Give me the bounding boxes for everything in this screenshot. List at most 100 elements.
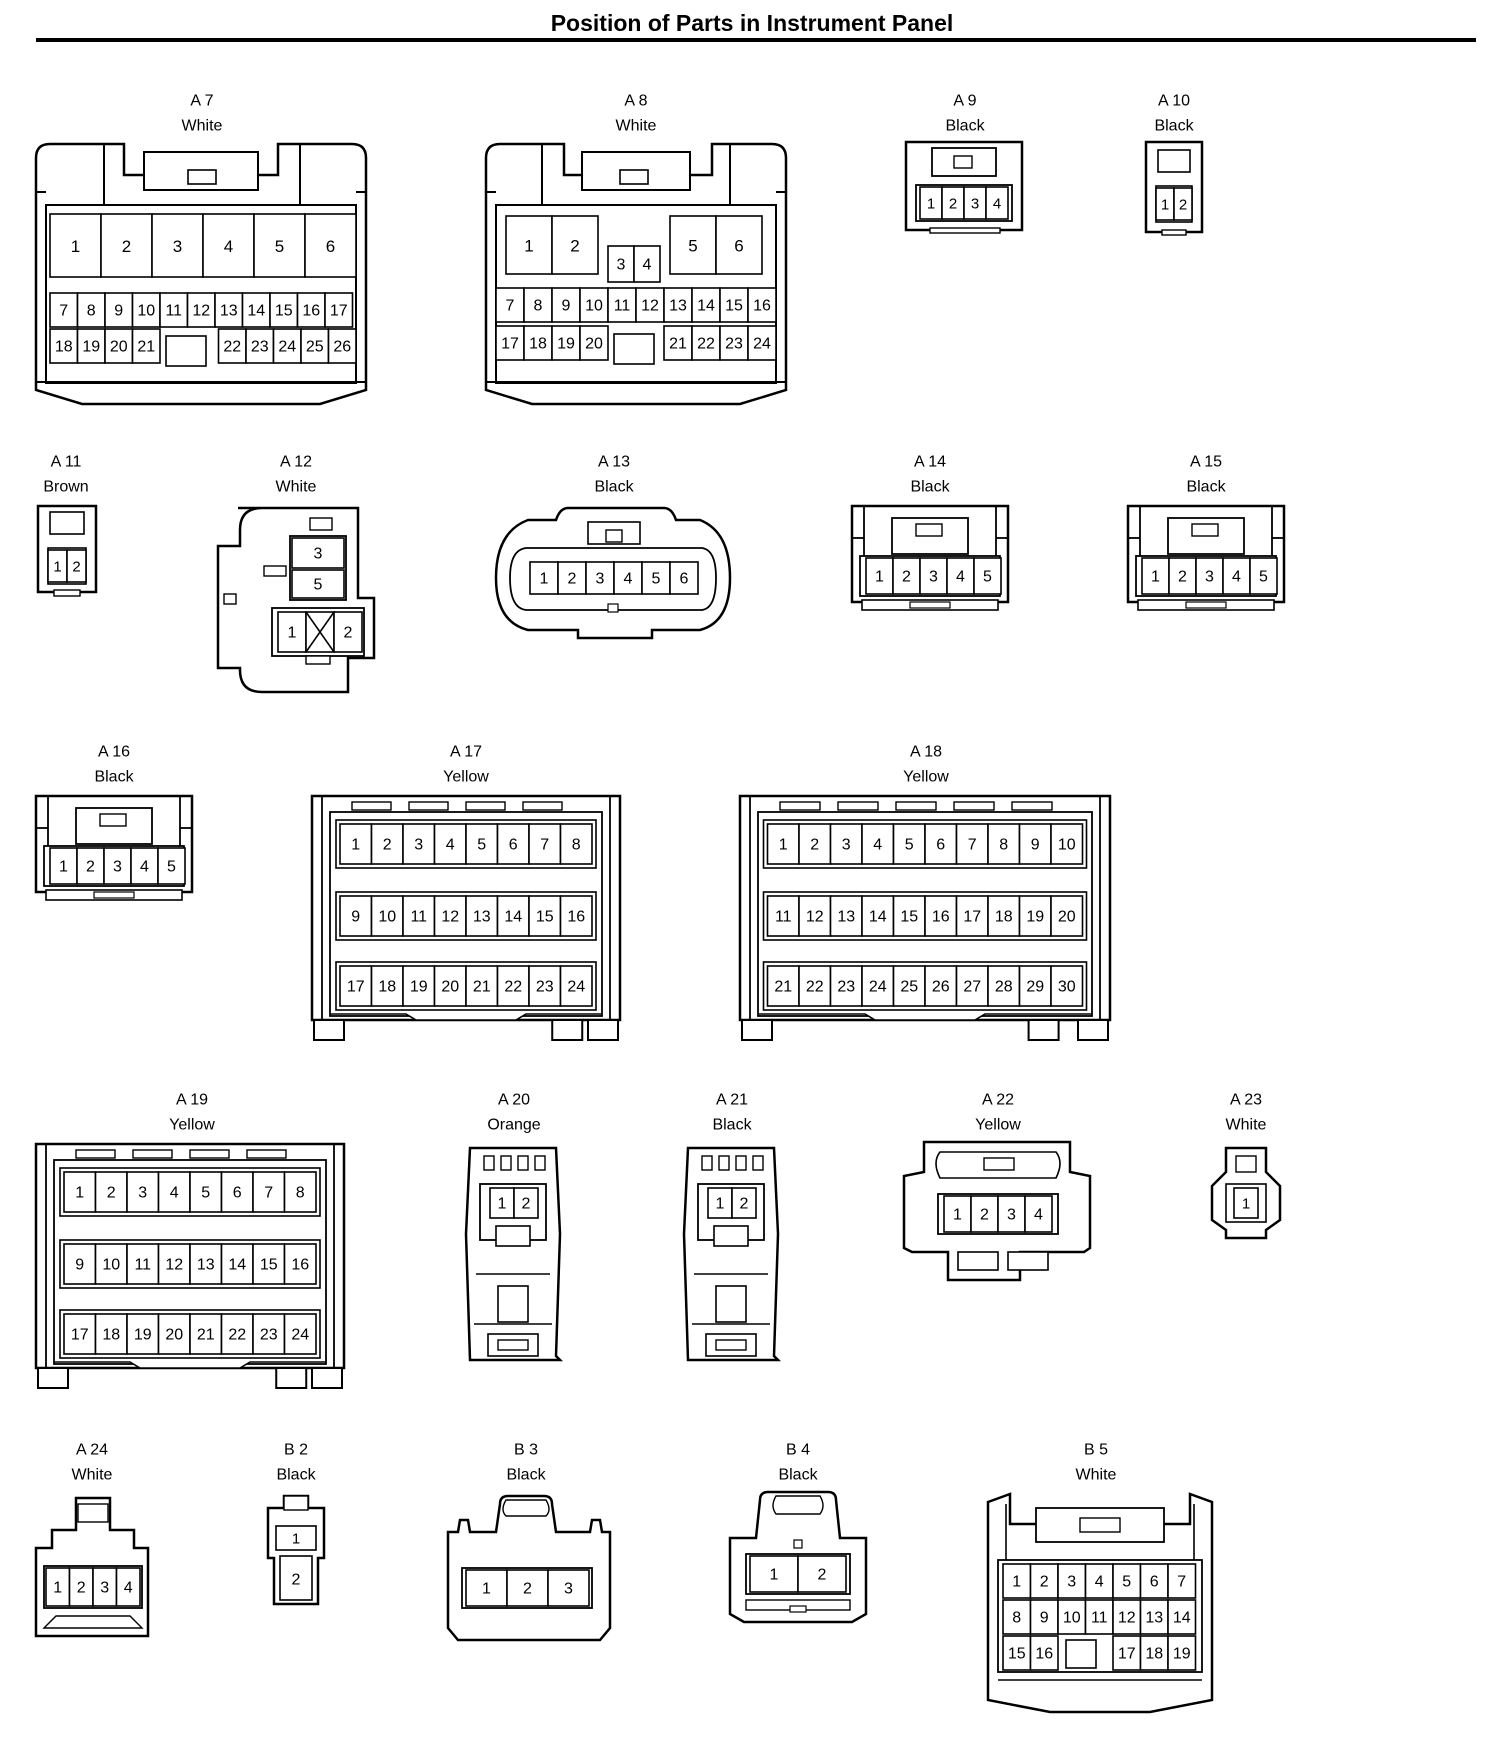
pin-number: 7 bbox=[540, 837, 549, 854]
pin-number: 10 bbox=[378, 909, 396, 926]
pin-number: 5 bbox=[201, 1185, 210, 1202]
pin-number: 23 bbox=[725, 336, 743, 353]
pin-number: 5 bbox=[167, 859, 176, 876]
pin-cell bbox=[433, 823, 467, 865]
pin-cell bbox=[49, 328, 79, 364]
pin-number: 5 bbox=[652, 571, 661, 588]
connector-key bbox=[793, 1539, 803, 1549]
pin-number: 2 bbox=[77, 1580, 86, 1597]
pin-number: 1 bbox=[1012, 1574, 1021, 1591]
pin-number: 1 bbox=[53, 1580, 62, 1597]
connector-id: A 17 bbox=[450, 744, 482, 761]
pin-number: 2 bbox=[902, 569, 911, 586]
pin-cell bbox=[402, 895, 436, 937]
pin-cell bbox=[49, 847, 78, 885]
pin-cell bbox=[924, 823, 958, 865]
pin-number: 6 bbox=[734, 237, 743, 256]
pin-number: 29 bbox=[1026, 979, 1044, 996]
pin-number: 3 bbox=[100, 1580, 109, 1597]
connector-latch-tab bbox=[915, 523, 943, 537]
connector-color: Black bbox=[276, 1467, 316, 1484]
pin-number: 4 bbox=[1095, 1574, 1104, 1591]
pin-number: 2 bbox=[86, 859, 95, 876]
pin-number: 6 bbox=[326, 237, 335, 256]
pin-number: 10 bbox=[102, 1257, 120, 1274]
pin-number: 2 bbox=[122, 237, 131, 256]
pin-cell bbox=[547, 1569, 590, 1607]
connector-tooth bbox=[718, 1155, 730, 1171]
pin-number: 20 bbox=[585, 336, 603, 353]
pin-number: 4 bbox=[124, 1580, 133, 1597]
pin-number: 2 bbox=[383, 837, 392, 854]
pin-cell bbox=[104, 292, 134, 328]
pin-cell bbox=[943, 1195, 972, 1233]
pin-cell bbox=[272, 328, 302, 364]
pin-cell bbox=[63, 1313, 97, 1355]
connector-color: White bbox=[276, 479, 317, 496]
connector-latch bbox=[502, 1499, 550, 1517]
pin-cell bbox=[291, 569, 345, 599]
pin-cell bbox=[528, 895, 562, 937]
connector-id: A 15 bbox=[1190, 454, 1222, 471]
pin-number: 11 bbox=[614, 298, 631, 315]
pin-cell bbox=[719, 325, 749, 361]
connector-foot bbox=[275, 1367, 308, 1389]
connector-color: Black bbox=[506, 1467, 546, 1484]
pin-number: 10 bbox=[1063, 1610, 1081, 1627]
pin-number: 4 bbox=[446, 837, 455, 854]
connector-cavity bbox=[279, 1555, 313, 1601]
pin-cell bbox=[1173, 187, 1193, 221]
connector-skirt bbox=[758, 1013, 1092, 1021]
pin-cell bbox=[465, 965, 499, 1007]
pin-number: 2 bbox=[522, 1196, 531, 1213]
pin-number: 22 bbox=[697, 336, 715, 353]
connector-tooth bbox=[517, 1155, 529, 1171]
pin-cell bbox=[489, 1187, 515, 1219]
pin-cell bbox=[1167, 1563, 1197, 1599]
pin-cell bbox=[607, 287, 637, 323]
connector-id: A 21 bbox=[716, 1092, 748, 1109]
pin-number: 4 bbox=[993, 196, 1001, 213]
pin-cell bbox=[1195, 557, 1224, 595]
connector-latch-tab bbox=[605, 529, 623, 543]
pin-cell bbox=[946, 557, 975, 595]
pin-number: 9 bbox=[114, 303, 123, 320]
pin-number: 13 bbox=[1145, 1610, 1163, 1627]
pin-number: 13 bbox=[197, 1257, 215, 1274]
pin-cell bbox=[987, 823, 1021, 865]
pin-number: 25 bbox=[306, 339, 324, 356]
pin-cell bbox=[1057, 1599, 1087, 1635]
connector-tooth bbox=[483, 1155, 495, 1171]
pin-cell bbox=[495, 287, 525, 323]
pin-number: 25 bbox=[900, 979, 918, 996]
pin-number: 3 bbox=[113, 859, 122, 876]
pin-cell bbox=[715, 215, 763, 275]
pin-cell bbox=[283, 1313, 317, 1355]
connector-lock bbox=[309, 517, 333, 531]
pin-number: 7 bbox=[506, 298, 515, 315]
pin-number: 9 bbox=[351, 909, 360, 926]
pin-cell bbox=[465, 823, 499, 865]
pin-number: 22 bbox=[806, 979, 824, 996]
connector-rib bbox=[895, 801, 937, 811]
connector-color: White bbox=[616, 118, 657, 135]
pin-cell bbox=[1002, 1599, 1032, 1635]
connector-color: White bbox=[1226, 1117, 1267, 1134]
pin-number: 10 bbox=[137, 303, 155, 320]
pin-number: 16 bbox=[567, 909, 585, 926]
pin-cell bbox=[719, 287, 749, 323]
pin-cell bbox=[1002, 1563, 1032, 1599]
page-title: Position of Parts in Instrument Panel bbox=[550, 10, 954, 36]
connector-color: Black bbox=[1154, 118, 1194, 135]
pin-number: 19 bbox=[410, 979, 428, 996]
pin-number: 15 bbox=[725, 298, 743, 315]
pin-number: 8 bbox=[1012, 1610, 1021, 1627]
pin-number: 19 bbox=[557, 336, 575, 353]
pin-number: 5 bbox=[983, 569, 992, 586]
connector-color: Brown bbox=[43, 479, 88, 496]
connector-rail bbox=[929, 227, 1001, 234]
